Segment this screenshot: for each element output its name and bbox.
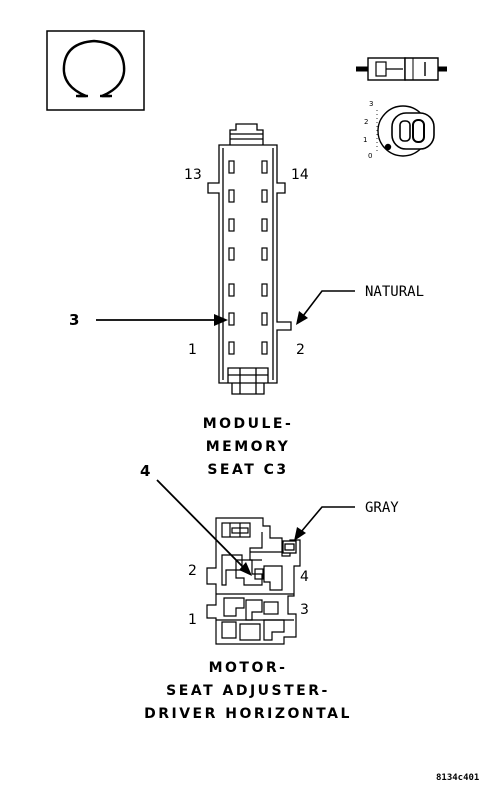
- callout-4-arrow: [156, 479, 252, 576]
- ignition-symbol-icon: [46, 30, 145, 111]
- upper-connector-title-line-1: MODULE-: [203, 416, 294, 432]
- motor-seat-adjuster-connector: [206, 517, 301, 645]
- pin-label-4-lower: 4: [300, 569, 309, 585]
- pin-label-14: 14: [291, 167, 309, 183]
- pin-label-1: 1: [188, 342, 197, 358]
- cavity-14: [261, 160, 268, 174]
- pin-label-2: 2: [296, 342, 305, 358]
- color-label-natural: NATURAL: [365, 284, 424, 300]
- lower-connector-title-line-2: SEAT ADJUSTER-: [166, 683, 330, 699]
- module-memory-seat-connector: [207, 123, 292, 395]
- figure-reference: 8134c401: [436, 773, 479, 783]
- connector-terminal-icon: [356, 57, 447, 81]
- cavity-9: [228, 218, 235, 232]
- color-label-gray: GRAY: [365, 500, 399, 516]
- gray-leader-arrow: [294, 506, 355, 541]
- cavity-8: [261, 247, 268, 261]
- cavity-5: [228, 283, 235, 297]
- ignition-position-2: 2: [364, 118, 368, 126]
- cavity-11: [228, 189, 235, 203]
- upper-connector-title-line-3: SEAT C3: [207, 462, 288, 478]
- cavity-13: [228, 160, 235, 174]
- cavity-12: [261, 189, 268, 203]
- cavity-2: [261, 341, 268, 355]
- ignition-position-3: 3: [369, 100, 373, 108]
- callout-3: 3: [69, 311, 79, 329]
- cavity-4: [261, 312, 268, 326]
- cavity-6: [261, 283, 268, 297]
- natural-leader-arrow: [296, 290, 355, 325]
- pin-label-1-lower: 1: [188, 612, 197, 628]
- callout-3-arrow: [96, 314, 228, 326]
- lower-connector-title-line-3: DRIVER HORIZONTAL: [144, 706, 352, 722]
- ignition-position-1: 1: [363, 136, 367, 144]
- pin-label-13: 13: [184, 167, 202, 183]
- pin-label-2-lower: 2: [188, 563, 197, 579]
- upper-pin-cavities: [228, 160, 268, 355]
- cavity-10: [261, 218, 268, 232]
- gray-housing-tab: [282, 540, 297, 554]
- cavity-3: [228, 312, 235, 326]
- ignition-position-0: 0: [368, 152, 372, 160]
- callout-4: 4: [140, 462, 150, 480]
- ignition-key-icon: [376, 105, 435, 157]
- upper-connector-title-line-2: MEMORY: [206, 439, 290, 455]
- cavity-7: [228, 247, 235, 261]
- pin-label-3-lower: 3: [300, 602, 309, 618]
- lower-connector-title-line-1: MOTOR-: [209, 660, 288, 676]
- cavity-1: [228, 341, 235, 355]
